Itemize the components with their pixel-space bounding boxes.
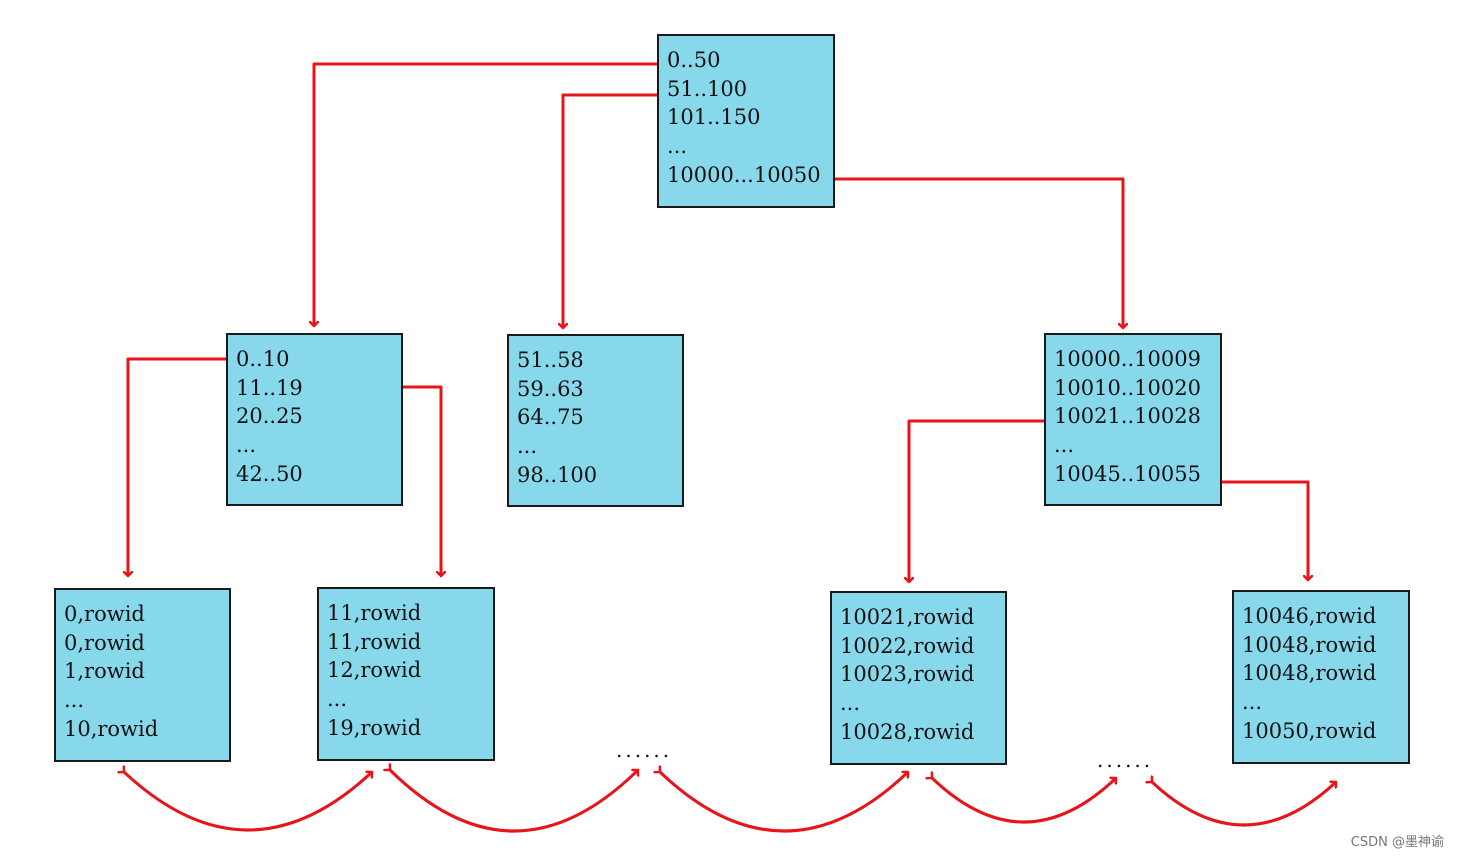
leaf-gap-ellipsis-right: ...... [1097,748,1154,772]
node-entry: ... [1242,690,1263,715]
pointer-root-to-branch-c [834,177,1123,328]
node-entry: 1,rowid [64,659,145,684]
node-entry: 10045..10055 [1054,461,1201,486]
node-entry: 11,rowid [327,629,422,654]
node-entry: ... [517,434,538,459]
node-entry: 10028,rowid [840,719,975,744]
leaf-node-3: 10021,rowid 10022,rowid 10023,rowid... 1002… [830,591,1007,765]
node-entry: 11,rowid [327,601,422,625]
branch-node-c: 10000..10009 10010..10020 10021..10028... 1… [1044,333,1222,506]
pointer-branch-a-to-leaf-1 [128,357,228,576]
sibling-link-leaf3-gap [932,778,1116,824]
node-entry: 10023,rowid [840,662,975,687]
node-entry: 0..10 [236,347,290,371]
node-entry: 42..50 [236,461,303,486]
node-entry: 0,rowid [64,630,145,655]
node-entry: 10,rowid [64,716,159,741]
node-entry: 10048,rowid [1242,632,1377,657]
node-entry: 10022,rowid [840,633,975,658]
node-entry: ... [1054,433,1075,458]
node-entry: 51..58 [517,348,584,372]
node-entry: 0..50 [667,48,721,72]
root-node: 0..50 51..100 101..150... 10000...10050 [657,34,835,208]
pointer-branch-c-to-leaf-3 [909,419,1045,582]
node-entry: 10048,rowid [1242,661,1377,686]
node-entry: 64..75 [517,405,584,430]
sibling-link-gap-leaf4 [1152,782,1336,827]
node-entry: 11..19 [236,375,303,400]
node-entry: 10010..10020 [1054,375,1201,400]
node-entry: ... [236,433,257,458]
leaf-node-1: 0,rowid 0,rowid 1,rowid... 10,rowid [54,588,231,762]
leaf-node-4: 10046,rowid 10048,rowid 10048,rowid... 1005… [1232,590,1410,764]
pointer-root-to-branch-a [314,62,658,326]
node-entry: 20..25 [236,404,303,429]
node-entry: 10021..10028 [1054,404,1201,429]
leaf-node-2: 11,rowid 11,rowid 12,rowid... 19,rowid [317,587,495,761]
node-entry: 19,rowid [327,715,422,740]
node-entry: 98..100 [517,462,598,487]
node-entry: 0,rowid [64,602,145,626]
sibling-link-leaf1-leaf2 [124,772,372,832]
node-entry: 10000...10050 [667,162,821,187]
pointer-root-to-branch-b [563,93,658,328]
node-entry: 51..100 [667,76,748,101]
node-entry: ... [667,134,688,159]
node-entry: 10000..10009 [1054,347,1201,371]
node-entry: ... [64,688,85,713]
node-entry: 59..63 [517,376,584,401]
node-entry: 10021,rowid [840,605,975,629]
branch-node-a: 0..10 11..19 20..25... 42..50 [226,333,403,506]
sibling-link-leaf2-gap [390,770,638,833]
pointer-branch-c-to-leaf-4 [1222,480,1308,580]
node-entry: 10046,rowid [1242,604,1377,628]
node-entry: 101..150 [667,105,761,130]
branch-node-b: 51..58 59..63 64..75... 98..100 [507,334,684,507]
sibling-link-gap-leaf3 [660,772,908,833]
leaf-gap-ellipsis-left: ...... [616,738,673,762]
node-entry: 12,rowid [327,658,422,683]
node-entry: 10050,rowid [1242,718,1377,743]
node-entry: ... [840,691,861,716]
node-entry: ... [327,687,348,712]
watermark: CSDN @墨神谕 [1350,835,1444,850]
